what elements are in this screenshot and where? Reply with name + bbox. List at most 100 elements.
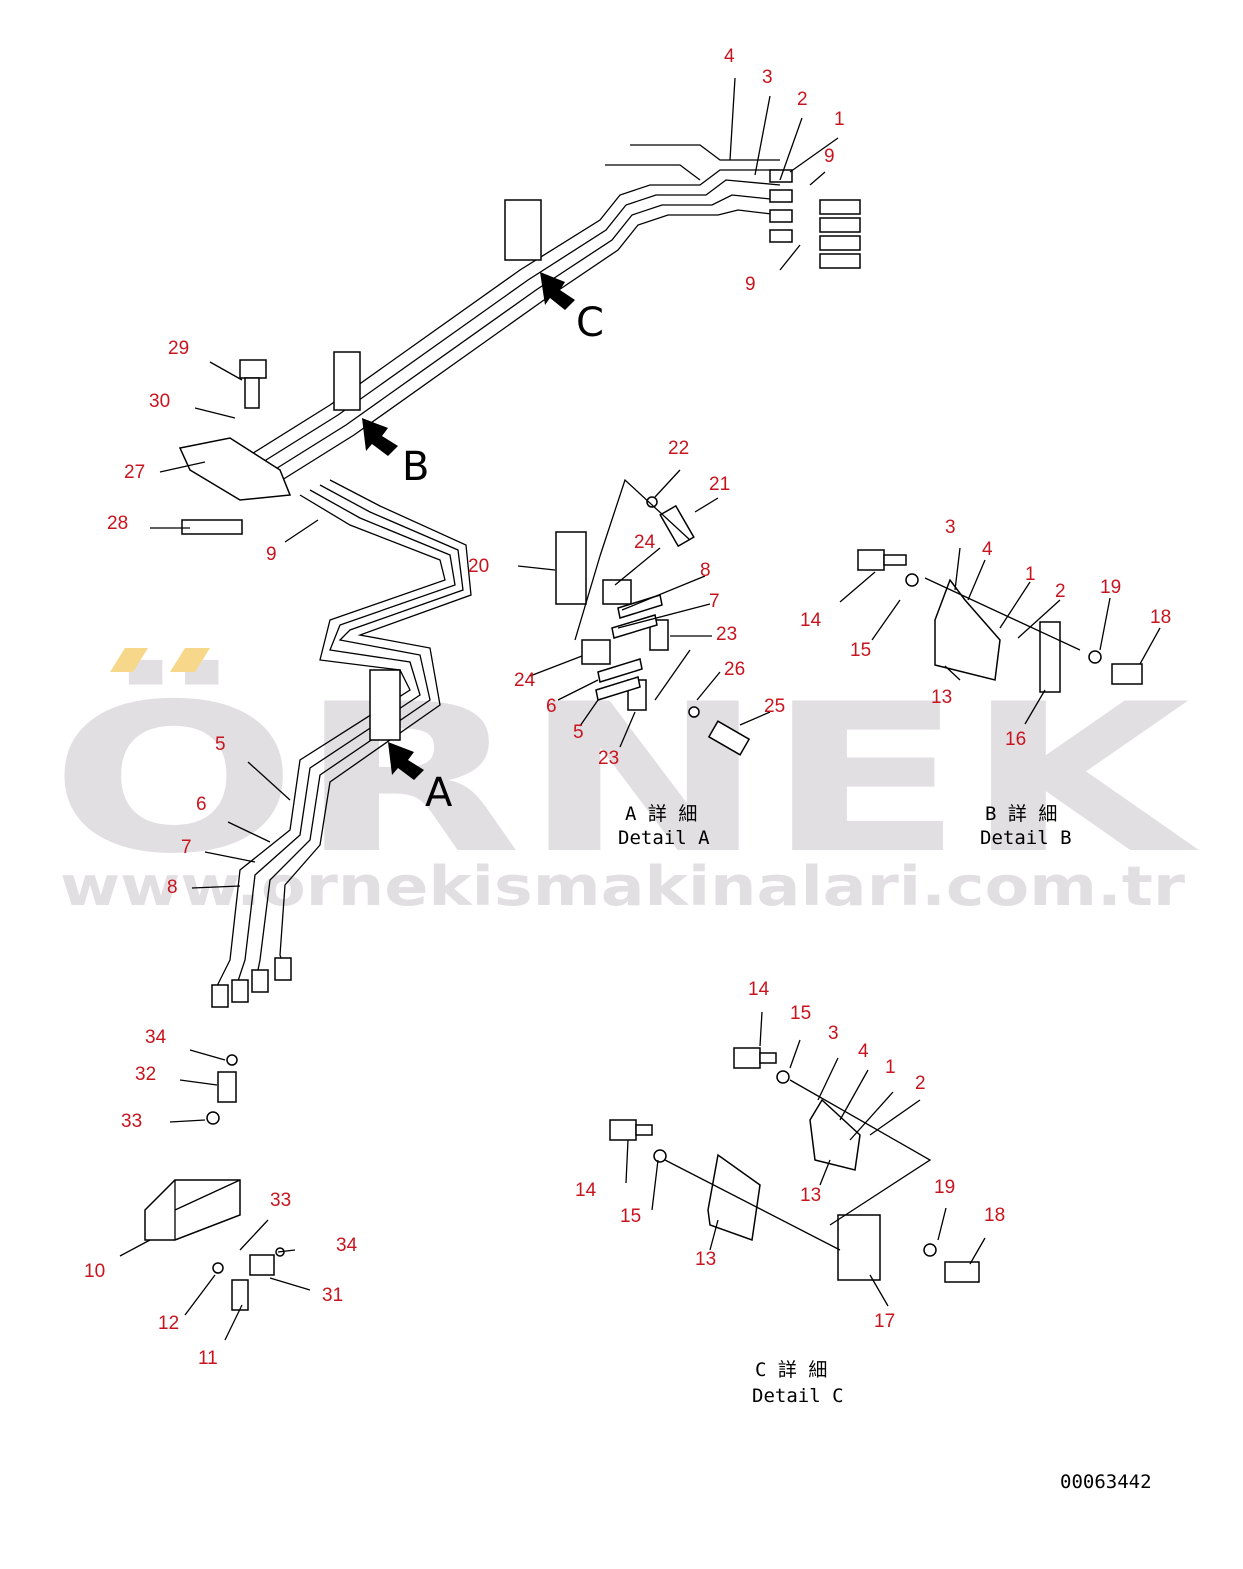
washer <box>923 1243 937 1257</box>
callout: 2 <box>1055 581 1066 602</box>
washer <box>1088 650 1102 664</box>
watermark-dot-icon <box>110 648 148 672</box>
callout: 5 <box>215 734 226 755</box>
bolt <box>659 504 695 548</box>
washer <box>646 496 658 508</box>
clamp-a <box>369 669 401 741</box>
view-marker-a: A <box>425 770 453 816</box>
detail-a-en: Detail A <box>618 827 710 849</box>
washer <box>776 1070 790 1084</box>
callout: 32 <box>135 1064 156 1085</box>
bolt-head <box>857 549 885 571</box>
callout: 30 <box>149 391 170 412</box>
callout: 15 <box>620 1206 641 1227</box>
callout: 34 <box>336 1235 358 1256</box>
callout: 3 <box>945 517 956 538</box>
callout: 1 <box>885 1057 896 1078</box>
washer <box>905 573 919 587</box>
callout: 31 <box>322 1285 343 1306</box>
spacer <box>649 619 669 651</box>
callout: 27 <box>124 462 145 483</box>
fitting <box>769 189 793 203</box>
callout: 21 <box>709 474 730 495</box>
callout: 4 <box>982 539 993 560</box>
callout: 4 <box>858 1041 869 1062</box>
callout: 12 <box>158 1313 179 1334</box>
callout: 19 <box>934 1177 955 1198</box>
pipe-assembly <box>119 77 861 1341</box>
fitting <box>769 209 793 223</box>
bolt-shank <box>635 1124 653 1136</box>
bolt-head <box>239 359 267 379</box>
callout: 26 <box>724 659 745 680</box>
callout: 14 <box>800 610 822 631</box>
o-ring <box>206 1111 220 1125</box>
fitting <box>769 229 793 243</box>
callout: 15 <box>850 640 871 661</box>
callout: 3 <box>762 67 773 88</box>
clamp-half <box>809 1098 861 1171</box>
callout: 20 <box>468 556 489 577</box>
fitting <box>251 969 269 993</box>
detail-captions: A 詳 細 Detail A B 詳 細 Detail B C 詳 細 Deta… <box>618 803 1072 1407</box>
hose-ends <box>819 199 861 269</box>
callout: 24 <box>634 532 656 553</box>
callout: 22 <box>668 438 689 459</box>
detail-b-drawing <box>839 547 1161 725</box>
callout: 9 <box>266 544 277 565</box>
callout: 29 <box>168 338 189 359</box>
block <box>144 1179 241 1241</box>
bolt-head <box>609 1119 637 1141</box>
callout: 7 <box>709 591 720 612</box>
arrow-b-icon <box>362 418 398 456</box>
bolt-shank <box>244 377 260 409</box>
detail-a-drawing <box>517 469 771 756</box>
callout: 8 <box>167 877 178 898</box>
callout: 4 <box>724 46 735 67</box>
washer <box>212 1262 224 1274</box>
callout: 9 <box>824 146 835 167</box>
clamp-c <box>504 199 542 261</box>
bolt-shank <box>759 1052 777 1064</box>
callout: 28 <box>107 513 128 534</box>
callout: 33 <box>121 1111 142 1132</box>
view-marker-c: C <box>576 300 604 346</box>
bolt-head <box>733 1047 761 1069</box>
callout: 2 <box>915 1073 926 1094</box>
callout: 23 <box>716 624 737 645</box>
callout: 3 <box>828 1023 839 1044</box>
detail-a-jp: A 詳 細 <box>625 803 697 825</box>
callout: 13 <box>695 1249 716 1270</box>
callouts: 4 3 2 1 9 9 29 30 27 28 9 5 6 7 8 34 32 … <box>84 46 1171 1369</box>
strip <box>617 594 663 619</box>
callout: 2 <box>797 89 808 110</box>
callout: 18 <box>1150 607 1171 628</box>
plate <box>1039 621 1061 693</box>
bracket <box>178 437 292 501</box>
callout: 11 <box>198 1348 218 1369</box>
bolt-shank <box>883 554 907 566</box>
watermark-dot-icon <box>170 648 210 672</box>
strip <box>597 658 643 683</box>
callout: 33 <box>270 1190 291 1211</box>
fitting <box>211 984 229 1008</box>
clamp-half <box>707 1153 761 1242</box>
fitting <box>274 957 292 981</box>
callout: 5 <box>573 722 584 743</box>
callout: 6 <box>546 696 557 717</box>
bolt <box>1111 663 1143 685</box>
strip <box>595 676 641 701</box>
plate <box>837 1214 881 1281</box>
callout: 14 <box>575 1180 597 1201</box>
clamp-b <box>333 351 361 411</box>
callout: 6 <box>196 794 207 815</box>
detail-c-drawing <box>609 1011 986 1307</box>
arrow-a-icon <box>388 742 424 780</box>
detail-c-en: Detail C <box>752 1385 844 1407</box>
washer <box>688 706 700 718</box>
bolt <box>944 1261 980 1283</box>
callout: 19 <box>1100 577 1121 598</box>
callout: 18 <box>984 1205 1005 1226</box>
o-ring <box>226 1054 238 1066</box>
